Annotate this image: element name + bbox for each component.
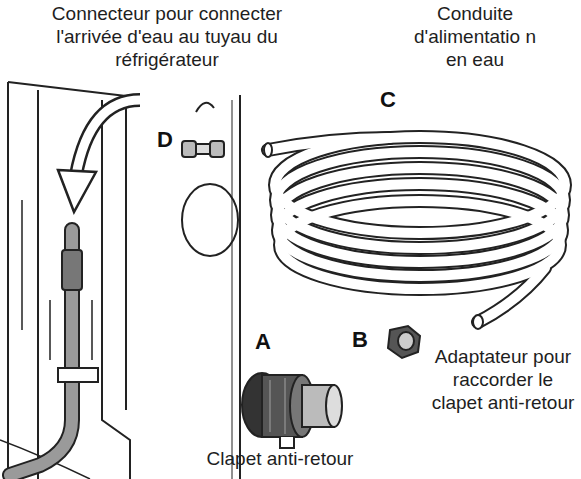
part-label: Adaptateur pour raccorder le clapet anti… bbox=[428, 345, 578, 414]
check-valve bbox=[242, 373, 342, 448]
water-hose-coil bbox=[264, 137, 565, 329]
o-ring bbox=[182, 184, 238, 256]
fridge-pipe bbox=[10, 230, 98, 475]
part-label: Clapet anti-retour bbox=[180, 447, 380, 470]
callout-letter: D bbox=[157, 128, 173, 152]
adapter-nut bbox=[388, 326, 420, 358]
callout-letter: B bbox=[352, 328, 368, 352]
part-label: Conduite d'alimentatio n en eau bbox=[405, 2, 545, 71]
fridge-panel bbox=[0, 82, 240, 479]
connector-fitting bbox=[182, 103, 224, 157]
callout-letter: C bbox=[380, 88, 396, 112]
callout-letter: A bbox=[255, 330, 271, 354]
part-label: Connecteur pour connecter l'arrivée d'ea… bbox=[42, 2, 292, 71]
pointer-arrow bbox=[58, 100, 140, 212]
